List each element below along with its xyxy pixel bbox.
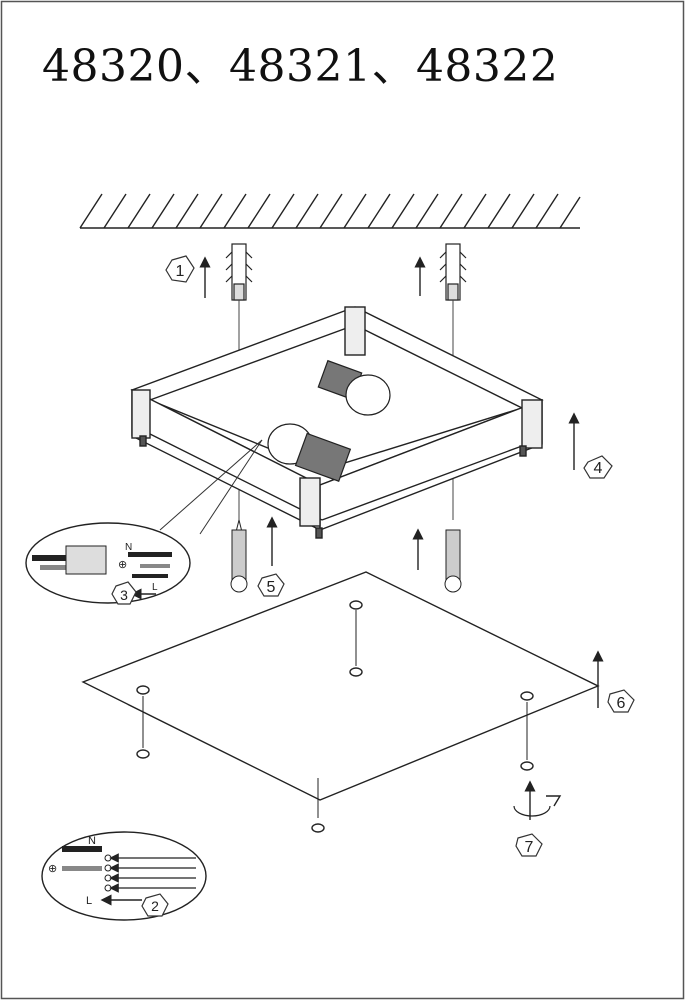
screw-right [444,529,462,593]
wiring-inset-3: N ⊕ L 3 [25,439,263,605]
light-frame [130,306,544,539]
step-4-label: 4 [594,460,603,477]
wire-l-label-3: L [152,582,158,593]
step-7-label: 7 [525,839,534,856]
step-4-marker: 4 [568,412,613,479]
screw-left [230,519,248,593]
bulb-back [317,359,391,416]
earth-label-2: ⊕ [48,863,57,875]
model-numbers-title: 48320、48321、48322 [42,41,559,92]
glass-panel [81,571,600,833]
wire-n-label-3: N [125,542,132,553]
wire-n-label-2: N [88,835,96,847]
step-5-marker: 5 [257,516,424,597]
step-1-marker: 1 [165,255,426,298]
ceiling-hatch [79,193,581,229]
earth-label-3: ⊕ [118,559,127,571]
step-1-label: 1 [176,263,185,280]
step-6-label: 6 [617,695,626,712]
step-2-label: 2 [151,898,159,914]
wiring-inset-2: N ⊕ L 2 [41,831,207,921]
step-5-label: 5 [267,579,276,596]
wire-l-label-2: L [86,895,92,907]
bulb-front [267,423,352,482]
step-3-label: 3 [120,587,128,603]
step-6-marker: 6 [592,650,635,713]
step-7-marker: 7 [513,780,562,857]
